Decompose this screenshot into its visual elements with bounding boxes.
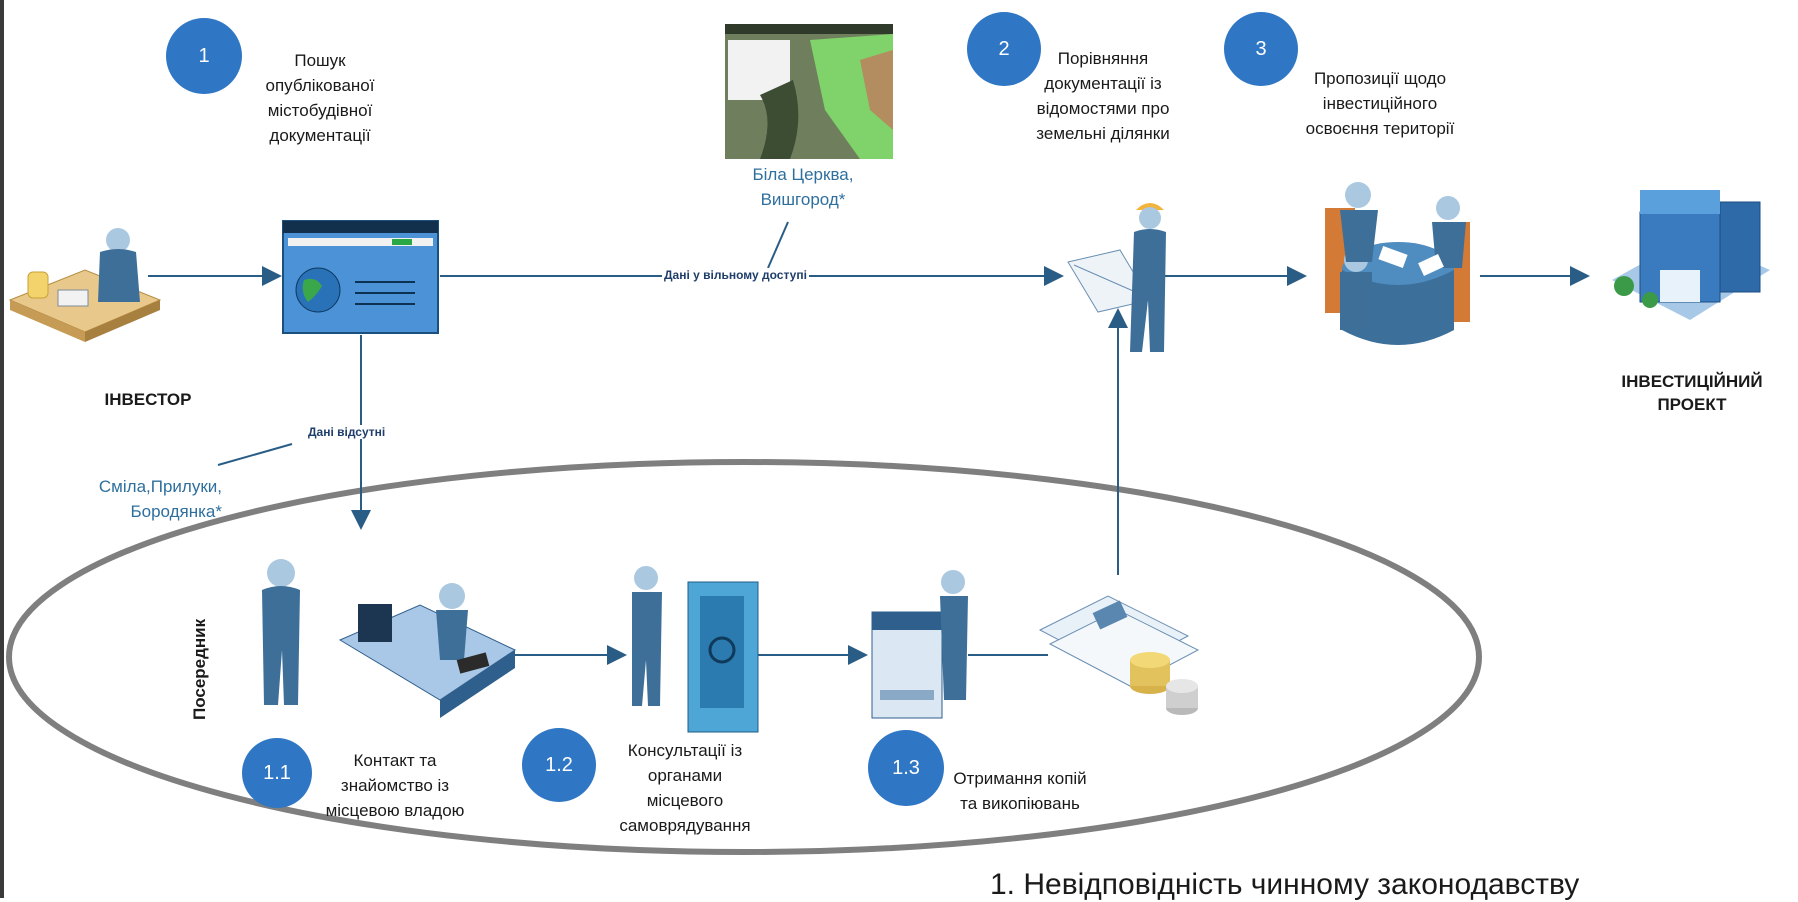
copier-machine-icon (871, 570, 968, 719)
cities-missing-text: Сміла,Прилуки,Бородянка* (98, 477, 222, 521)
step-1-1-badge: 1.1 (242, 738, 312, 808)
left-frame-edge (0, 0, 4, 898)
documents-coins-icon (1038, 595, 1200, 715)
map-screenshot-icon (725, 24, 893, 159)
footnote-text: 1. Невідповідність чинному законодавству (990, 868, 1580, 901)
callout-line-available (767, 221, 789, 269)
meeting-table-icon (1325, 182, 1470, 345)
web-browser-icon (282, 220, 439, 334)
step-2-badge: 2 (967, 12, 1041, 86)
callout-line-missing (217, 443, 293, 466)
engineer-plans-icon (1067, 203, 1166, 352)
step-1-badge: 1 (166, 18, 242, 94)
data-missing-label: Дані відсутні (306, 425, 388, 439)
office-building-icon (1612, 190, 1770, 320)
data-available-label: Дані у вільному доступі (662, 268, 809, 282)
intermediary-label: Посередник (190, 618, 209, 720)
step-1-2-badge: 1.2 (522, 728, 596, 802)
intermediary-ellipse (6, 459, 1482, 855)
office-desk-icon (338, 583, 517, 718)
standing-person-icon (262, 559, 300, 705)
step-3-badge: 3 (1224, 12, 1298, 86)
safe-vault-icon (632, 566, 759, 733)
step-1-3-badge: 1.3 (868, 730, 944, 806)
investor-label: ІНВЕСТОР (104, 390, 192, 409)
investor-icon (8, 228, 162, 342)
cities-available-text: Біла Церква,Вишгород* (752, 165, 854, 209)
